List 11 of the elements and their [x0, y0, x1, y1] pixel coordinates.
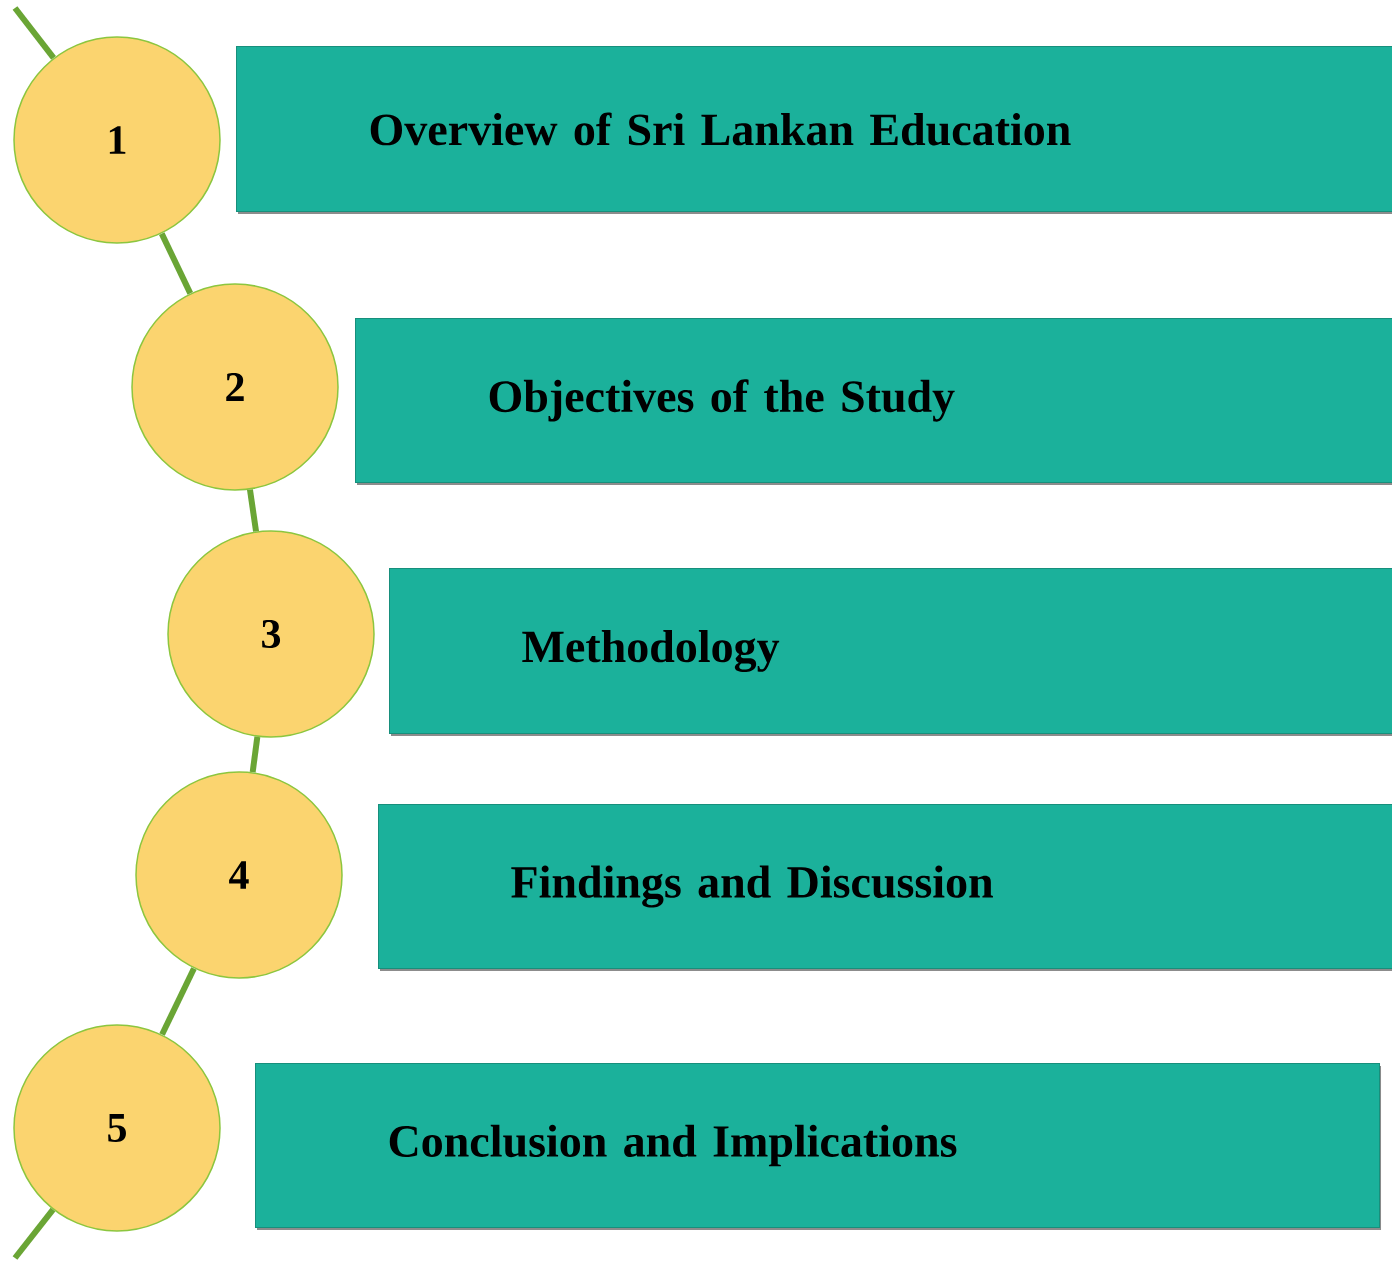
- title-box: Conclusion and Implications: [255, 1063, 1381, 1230]
- title-box: Methodology: [389, 568, 1392, 736]
- connector-line: [159, 232, 193, 295]
- connector-line: [159, 967, 197, 1036]
- connector-line: [247, 489, 259, 532]
- connector-line: [249, 736, 261, 773]
- title-box: Findings and Discussion: [378, 804, 1392, 971]
- title-box: Overview of Sri Lankan Education: [236, 46, 1392, 214]
- connector-line: [12, 6, 56, 60]
- title-box: Objectives of the Study: [355, 318, 1392, 485]
- connector-line: [12, 1207, 56, 1260]
